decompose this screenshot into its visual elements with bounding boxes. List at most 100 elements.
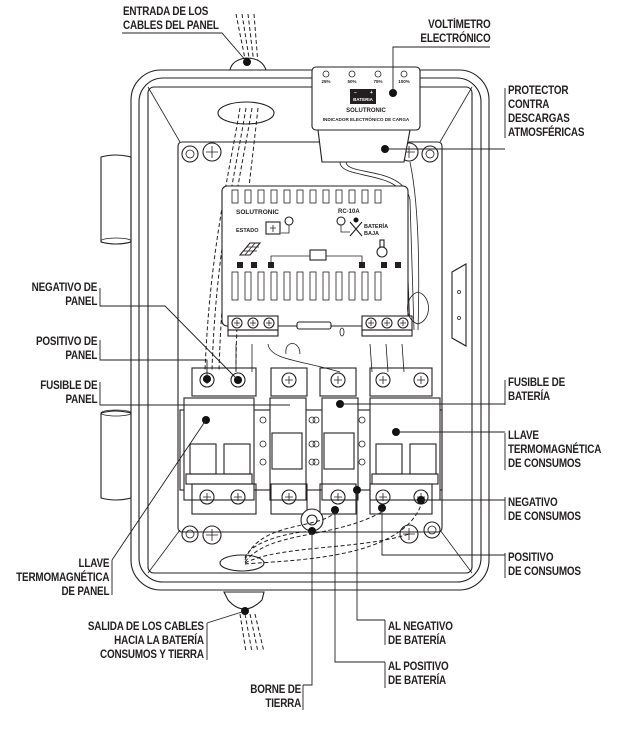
screw-icon bbox=[202, 525, 222, 545]
low-battery-cross-icon bbox=[349, 221, 363, 237]
cable-tie bbox=[407, 291, 429, 325]
heatsink-fin bbox=[231, 189, 239, 204]
terminal-mark-icon bbox=[237, 262, 243, 268]
indicator-brand: SOLUTRONIC bbox=[346, 108, 386, 114]
input-cables bbox=[229, 13, 267, 71]
heatsink-fin bbox=[309, 189, 317, 204]
led-icon bbox=[312, 416, 320, 424]
indicator-caption: INDICADOR ELECTRÓNICO DE CARGA bbox=[323, 115, 410, 122]
screw-icon bbox=[381, 317, 393, 329]
heatsink-fin bbox=[231, 271, 239, 301]
leader-lines bbox=[99, 32, 506, 710]
battery-fuse-holder bbox=[321, 397, 359, 501]
svg-text:+: + bbox=[370, 90, 373, 96]
level-label: 50% bbox=[347, 79, 356, 84]
screw-icon bbox=[230, 489, 246, 505]
led-icon bbox=[308, 440, 316, 448]
battery-label: BATERIA bbox=[353, 97, 373, 102]
screw-icon bbox=[247, 317, 259, 329]
heatsink-fin bbox=[257, 189, 265, 204]
side-bracket bbox=[451, 263, 467, 347]
heatsink-fin bbox=[270, 189, 278, 204]
led-icon bbox=[259, 458, 267, 466]
heatsink-fin bbox=[348, 189, 356, 204]
led-icon bbox=[400, 70, 408, 78]
status-battery-icon bbox=[265, 221, 281, 235]
heatsink-fin bbox=[309, 271, 317, 301]
led-icon bbox=[374, 70, 382, 78]
heatsink-fin bbox=[257, 271, 265, 301]
low-battery-label-2: BAJA bbox=[364, 231, 379, 237]
heatsink-fin bbox=[374, 189, 382, 204]
screw-icon bbox=[230, 372, 246, 388]
terminal-mark-icon bbox=[381, 262, 387, 268]
enclosure bbox=[130, 69, 490, 591]
battery-icon bbox=[309, 249, 327, 261]
led-icon bbox=[259, 440, 267, 448]
heatsink-fin bbox=[244, 271, 252, 301]
heatsink-fin bbox=[361, 189, 369, 204]
screw-icon bbox=[330, 489, 346, 505]
led-icon bbox=[358, 416, 366, 424]
panel-breaker bbox=[183, 397, 255, 501]
surge-protector bbox=[317, 129, 420, 331]
voltmeter-indicator: 25% 50% 75% 100% BATERIA − + SOLUTRONIC IND… bbox=[311, 66, 421, 131]
heatsink-fin bbox=[335, 271, 343, 301]
controller-brand: SOLUTRONIC bbox=[236, 209, 279, 216]
estado-label: ESTADO bbox=[236, 228, 259, 234]
heatsink-fin bbox=[283, 189, 291, 204]
led-icon bbox=[358, 458, 366, 466]
din-devices bbox=[179, 367, 443, 535]
terminal-mark-icon bbox=[268, 262, 274, 268]
led-icon bbox=[322, 70, 330, 78]
screw-icon bbox=[330, 372, 346, 388]
screw-icon bbox=[365, 317, 377, 329]
heatsink-fin bbox=[322, 189, 330, 204]
heatsink-fin bbox=[244, 189, 252, 204]
terminal-mark-icon bbox=[395, 262, 401, 268]
controller-model: RC-10A bbox=[338, 209, 360, 215]
heatsink-fin bbox=[361, 271, 369, 301]
battery-icon bbox=[350, 89, 376, 104]
heatsink-fin bbox=[322, 271, 330, 301]
low-battery-label-1: BATERÍA bbox=[364, 222, 388, 230]
led-icon bbox=[312, 440, 320, 448]
led-icon bbox=[358, 440, 366, 448]
terminal-mark-icon bbox=[359, 262, 365, 268]
loads-breaker bbox=[369, 397, 441, 501]
panel-fuse-holder bbox=[269, 397, 307, 501]
screw-icon bbox=[413, 372, 429, 388]
level-label: 100% bbox=[398, 79, 410, 84]
hinge-bottom bbox=[100, 410, 132, 501]
screw-icon bbox=[375, 489, 391, 505]
screw-icon bbox=[202, 142, 222, 162]
cable-gland-bottom bbox=[223, 591, 265, 610]
screw-icon bbox=[281, 372, 297, 388]
svg-text:−: − bbox=[354, 90, 357, 96]
charge-controller: SOLUTRONIC RC-10A ESTADO BATERÍA BAJA bbox=[221, 185, 429, 373]
level-label: 25% bbox=[321, 79, 330, 84]
led-icon bbox=[308, 416, 316, 424]
level-label: 75% bbox=[373, 79, 382, 84]
led-icon bbox=[308, 458, 316, 466]
terminal-mark-icon bbox=[251, 262, 257, 268]
heatsink-fin bbox=[348, 271, 356, 301]
heatsink-fin bbox=[296, 189, 304, 204]
heatsink-fin bbox=[296, 271, 304, 301]
screw-icon bbox=[397, 317, 409, 329]
screw-icon bbox=[199, 489, 215, 505]
